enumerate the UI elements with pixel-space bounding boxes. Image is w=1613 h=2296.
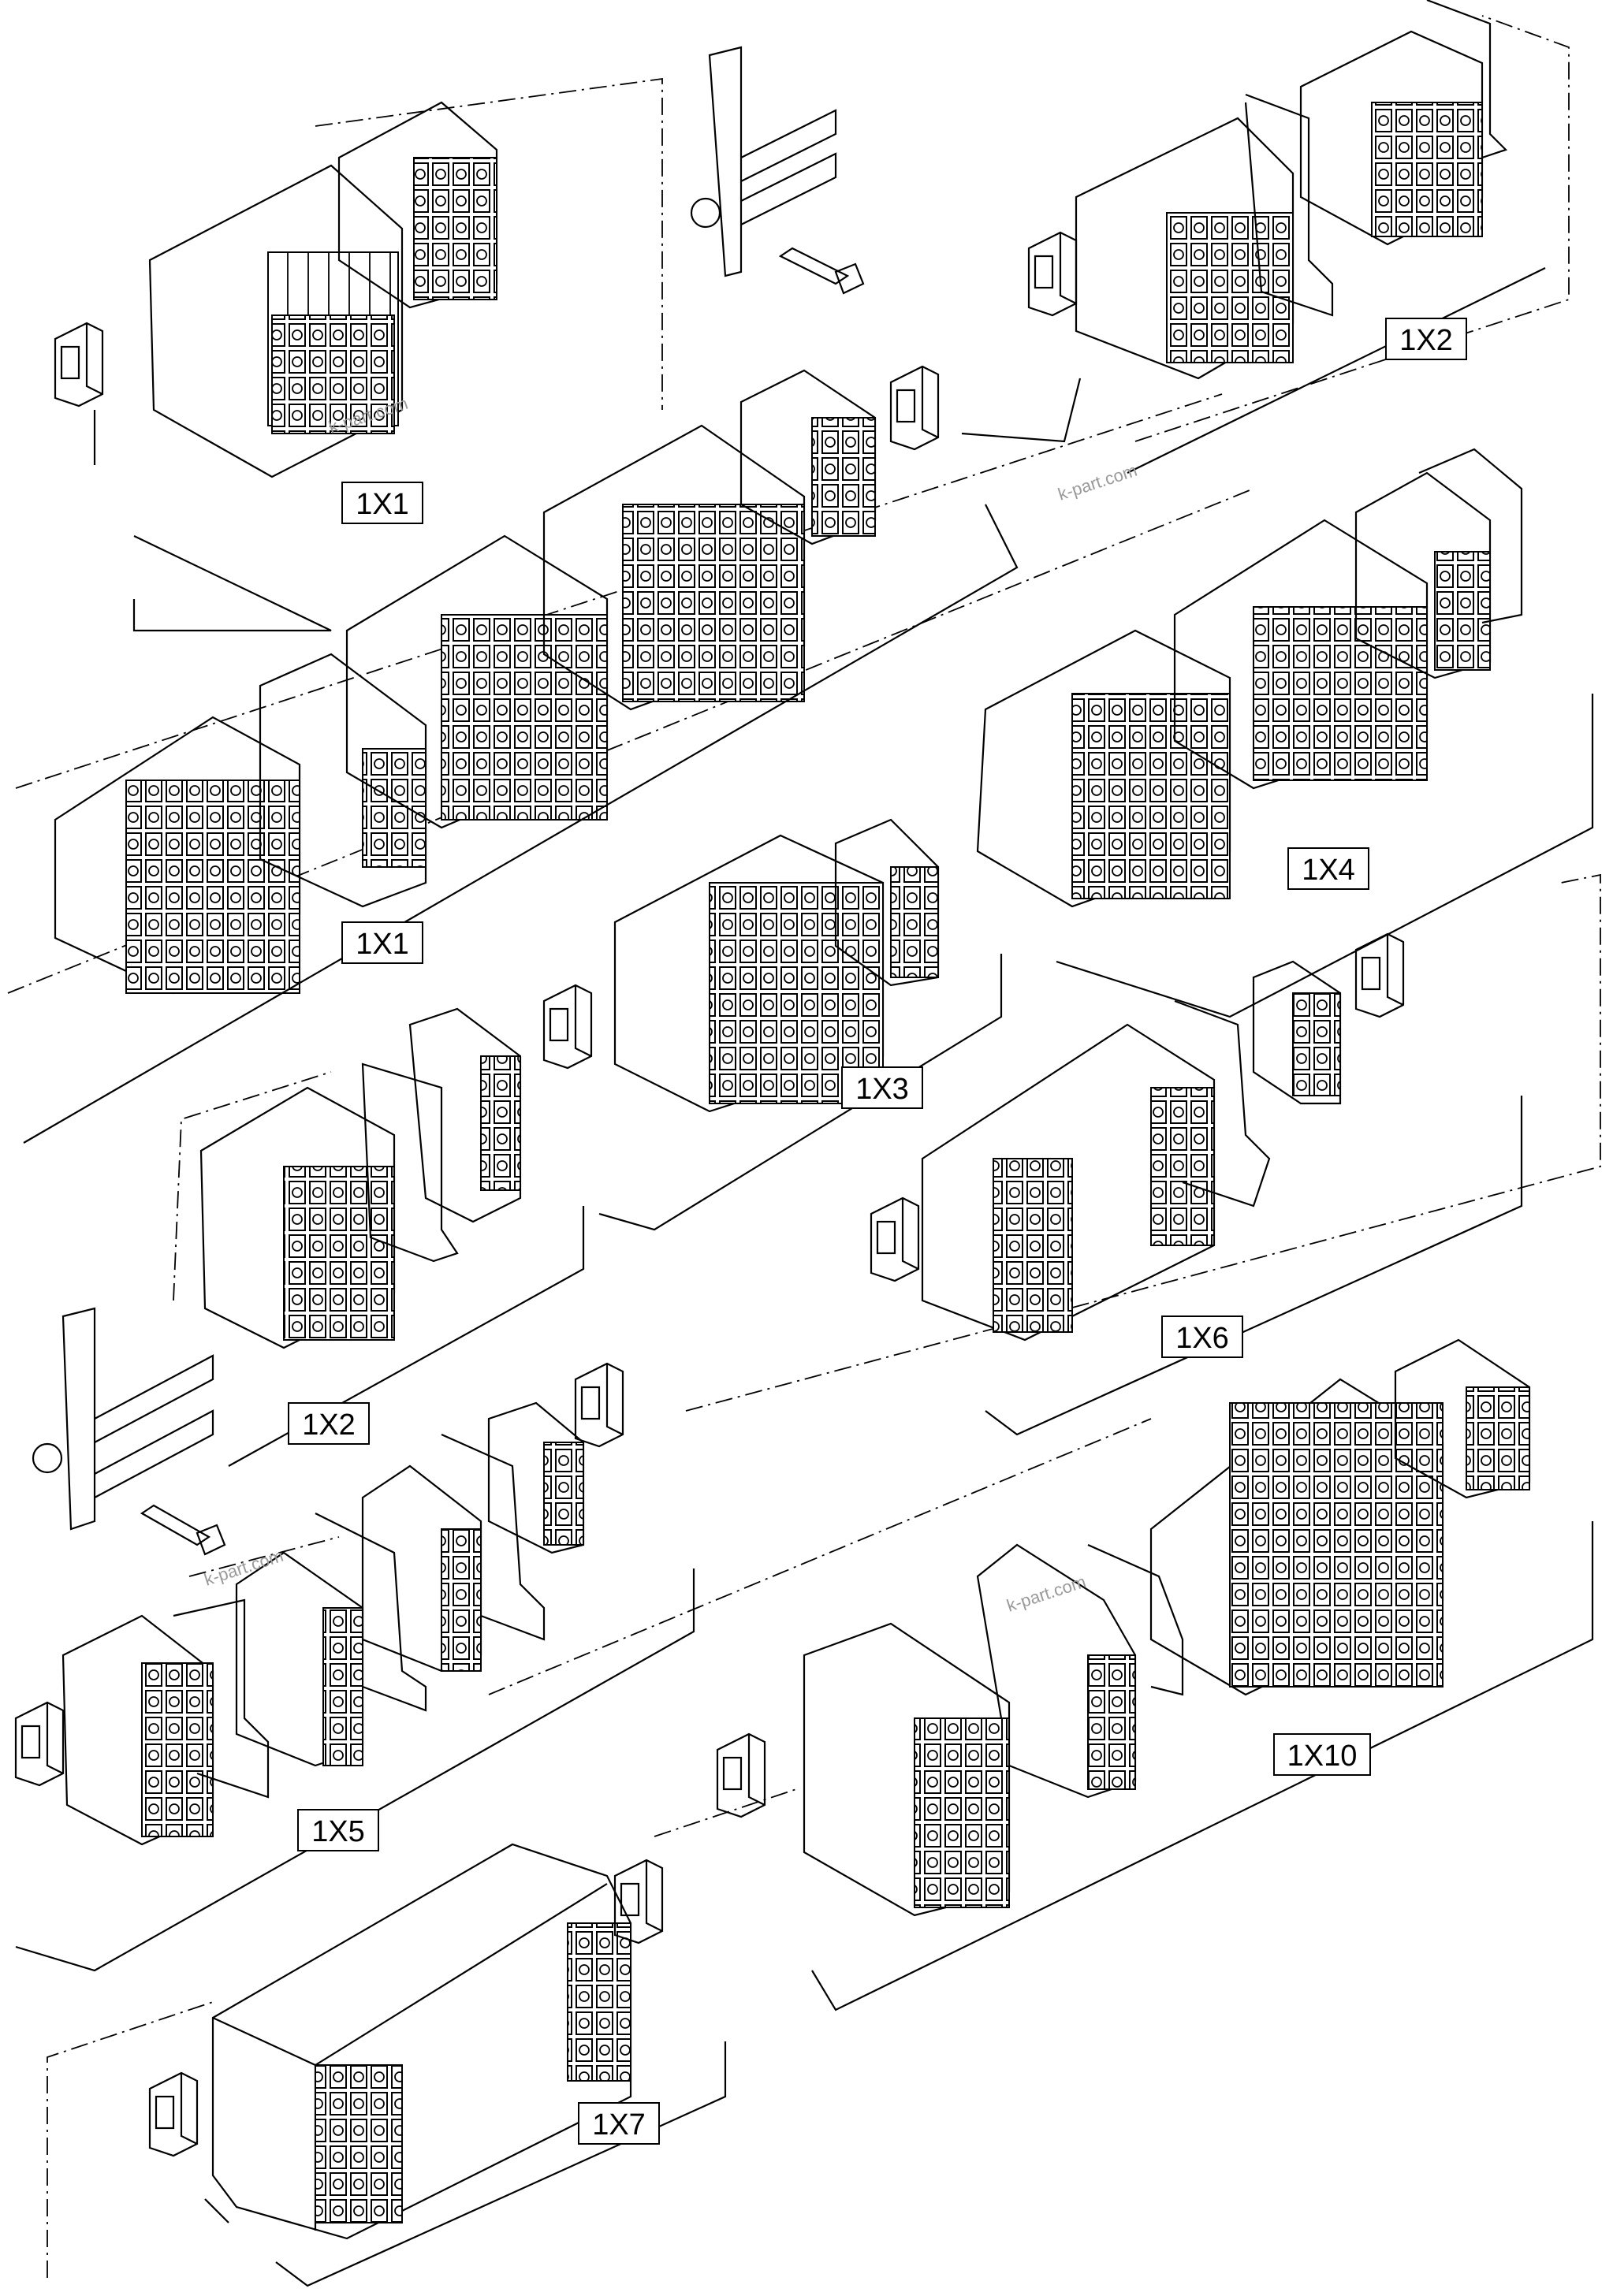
terminal-block-stack bbox=[976, 629, 1231, 908]
end-clamp bbox=[716, 1732, 766, 1818]
terminal-block-stack bbox=[345, 534, 609, 829]
terminal-block-stack bbox=[337, 101, 498, 309]
group-label-1x10: 1X10 bbox=[1273, 1733, 1371, 1776]
mounting-bracket-with-bolt bbox=[690, 46, 865, 295]
label-text: 1X3 bbox=[855, 1073, 909, 1106]
label-text: 1X2 bbox=[1399, 324, 1453, 357]
group-1x2-top bbox=[1027, 0, 1570, 474]
fuse-terminal-block bbox=[148, 164, 404, 478]
group-1x2-middle bbox=[173, 1007, 585, 1467]
group-1x5 bbox=[14, 1362, 695, 1972]
terminal-block-stack bbox=[921, 1023, 1216, 1342]
terminal-block-stack bbox=[1394, 1338, 1531, 1499]
group-1x3 bbox=[542, 818, 1003, 1231]
label-text: 1X4 bbox=[1302, 854, 1355, 887]
group-1x7 bbox=[47, 1843, 727, 2287]
mounting-bracket-with-bolt bbox=[32, 1307, 226, 1556]
group-label-1x2-top: 1X2 bbox=[1385, 318, 1467, 360]
group-label-1x5: 1X5 bbox=[297, 1809, 379, 1851]
group-1x4 bbox=[976, 448, 1594, 1018]
end-clamp bbox=[148, 2071, 199, 2157]
group-label-1x1-top: 1X1 bbox=[341, 482, 423, 524]
terminal-block-stack bbox=[408, 1007, 522, 1223]
end-clamp bbox=[14, 1701, 65, 1787]
group-1x6 bbox=[685, 873, 1601, 1436]
end-clamp bbox=[574, 1362, 624, 1448]
group-1x1-middle bbox=[7, 365, 1254, 1144]
end-plate bbox=[1244, 93, 1334, 317]
watermark-text: k-part.com bbox=[202, 1546, 286, 1590]
terminal-block-stack bbox=[1354, 471, 1492, 679]
disconnect-terminal bbox=[976, 1543, 1137, 1799]
disconnect-terminal bbox=[259, 653, 427, 908]
group-label-1x3: 1X3 bbox=[841, 1066, 923, 1109]
watermark-text: k-part.com bbox=[1004, 1572, 1089, 1616]
terminal-block-stack bbox=[487, 1401, 585, 1554]
end-clamp bbox=[1027, 231, 1078, 317]
end-clamp bbox=[1354, 932, 1405, 1018]
terminal-block-stack bbox=[1075, 117, 1294, 380]
group-1x10 bbox=[488, 1338, 1594, 2011]
terminal-block-stack bbox=[1173, 519, 1429, 790]
group-label-1x2-middle: 1X2 bbox=[288, 1402, 370, 1445]
end-clamp bbox=[54, 322, 104, 407]
group-1x1-top bbox=[54, 77, 663, 632]
terminal-block-stack bbox=[542, 424, 806, 711]
terminal-block-stack-long bbox=[211, 1843, 632, 2240]
group-label-1x7: 1X7 bbox=[578, 2102, 660, 2145]
end-clamp bbox=[889, 365, 940, 451]
end-clamp bbox=[870, 1196, 920, 1282]
terminal-block-stack bbox=[235, 1551, 364, 1767]
terminal-block-stack bbox=[199, 1086, 396, 1349]
label-text: 1X10 bbox=[1287, 1740, 1358, 1773]
fuse-terminal-block bbox=[803, 1622, 1011, 1917]
terminal-block-stack bbox=[1252, 960, 1342, 1105]
terminal-block-stack bbox=[54, 716, 301, 995]
group-label-1x4: 1X4 bbox=[1287, 847, 1369, 890]
label-text: 1X1 bbox=[356, 928, 409, 961]
group-label-1x1-middle: 1X1 bbox=[341, 921, 423, 964]
label-text: 1X6 bbox=[1175, 1322, 1229, 1355]
label-text: 1X1 bbox=[356, 488, 409, 521]
terminal-block-stack bbox=[1149, 1378, 1444, 1696]
label-text: 1X2 bbox=[302, 1408, 356, 1442]
terminal-block-stack bbox=[1299, 30, 1484, 246]
label-text: 1X7 bbox=[592, 2108, 646, 2142]
watermark-text: k-part.com bbox=[1056, 460, 1140, 504]
terminal-block-stack bbox=[361, 1464, 482, 1673]
terminal-block-stack bbox=[739, 369, 877, 545]
group-label-1x6: 1X6 bbox=[1161, 1315, 1243, 1358]
end-clamp bbox=[542, 984, 593, 1070]
terminal-block-stack bbox=[834, 818, 940, 987]
terminal-block-stack bbox=[61, 1614, 214, 1846]
label-text: 1X5 bbox=[311, 1815, 365, 1848]
